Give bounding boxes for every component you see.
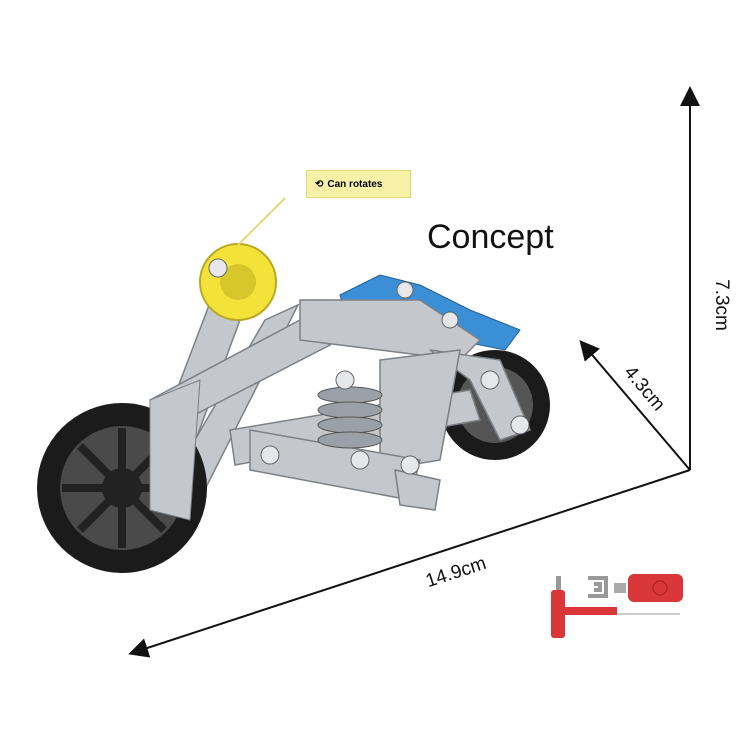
can-rotate-callout: ⟲ Can rotates xyxy=(306,170,411,198)
product-title: Concept xyxy=(427,218,554,256)
dimension-arrows xyxy=(128,86,700,658)
t-wrench-tool xyxy=(551,574,683,638)
spring xyxy=(317,386,383,449)
callout-text: Can rotates xyxy=(327,178,383,190)
callout-leader xyxy=(237,197,286,246)
rotate-arrows-icon: ⟲ xyxy=(315,178,324,190)
height-label: 7.3cm xyxy=(710,279,732,331)
yellow-pulley xyxy=(199,243,277,321)
